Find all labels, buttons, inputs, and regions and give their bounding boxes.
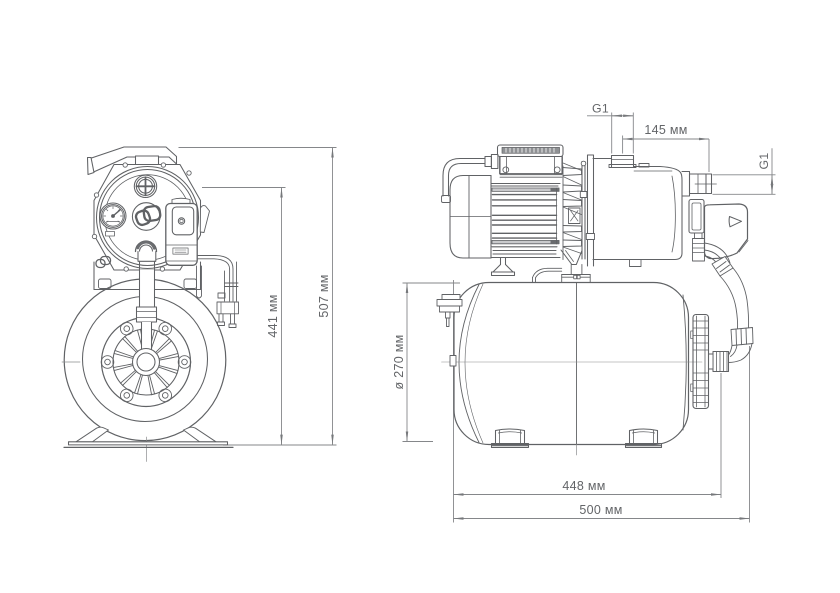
svg-text:G1: G1: [757, 152, 771, 169]
svg-text:441 мм: 441 мм: [266, 294, 280, 337]
svg-text:145 мм: 145 мм: [644, 123, 687, 137]
svg-text:507 мм: 507 мм: [317, 274, 331, 317]
svg-text:500 мм: 500 мм: [579, 503, 622, 517]
svg-text:G1: G1: [592, 102, 609, 116]
svg-text:448 мм: 448 мм: [562, 479, 605, 493]
svg-text:ø 270 мм: ø 270 мм: [392, 334, 406, 389]
